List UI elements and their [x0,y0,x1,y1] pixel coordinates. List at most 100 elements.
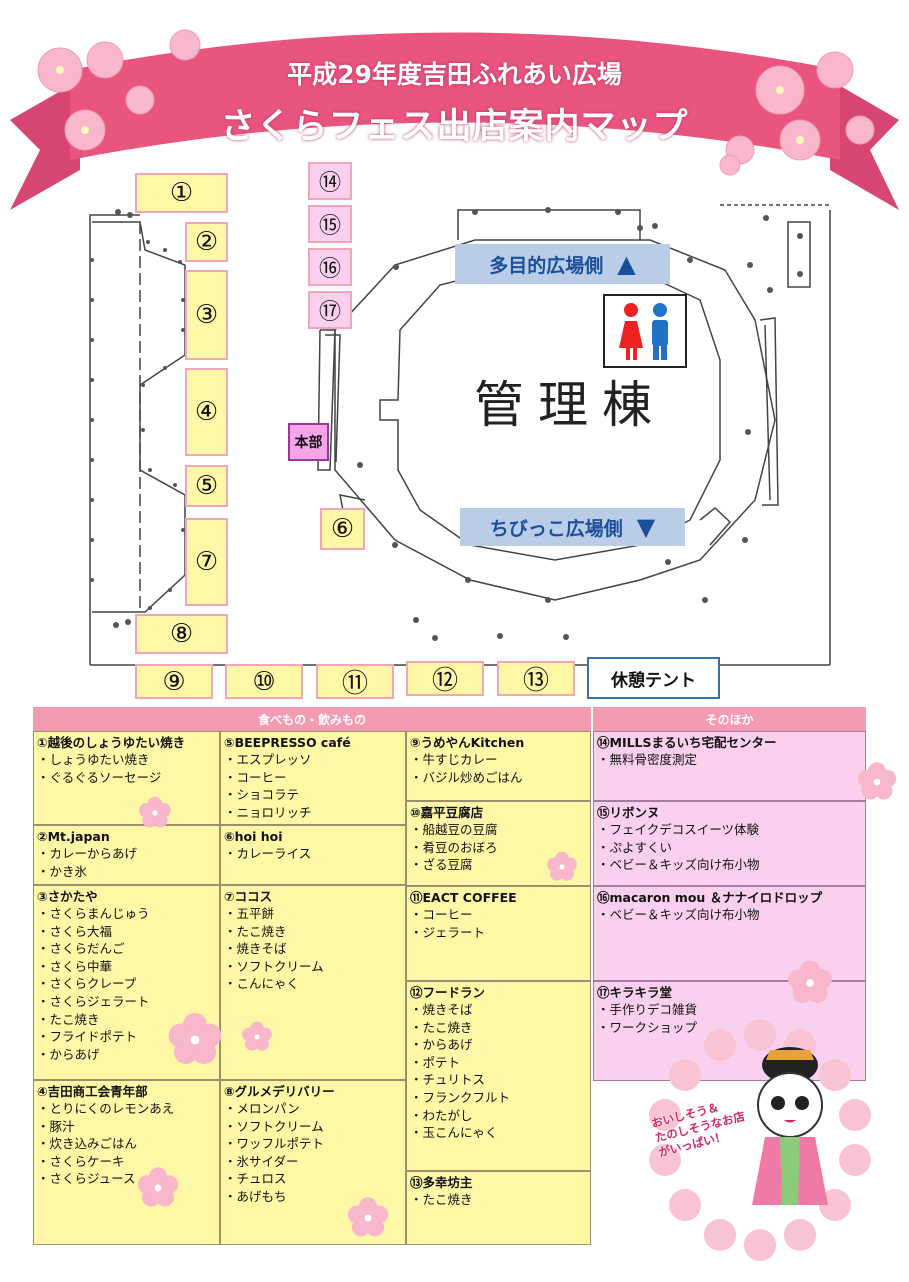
menu-item: ・コーヒー [410,907,473,922]
header-other: そのほか [593,707,866,731]
menu-item: ・フランクフルト [410,1089,511,1105]
shop-cell-5: ⑤BEEPRESSO café ・エスプレッソ ・コーヒー ・ショコラテ ・ニョ… [220,731,406,825]
sakura-flower-icon [168,1013,222,1064]
shop-cell-16: ⑯macaron mou ＆ナナイロドロップ ・ベビー＆キッズ向け布小物 [593,886,866,981]
menu-item: ・玉こんにゃく [410,1125,498,1141]
shop-name: ⑨うめやんKitchen [410,735,525,750]
menu-item: ・ぐるぐるソーセージ [37,769,162,785]
menu-item: ・コーヒー [224,769,287,785]
menu-item: ・無料骨密度測定 [597,752,698,767]
menu-item: ・炊き込みごはん [37,1136,138,1152]
menu-item: ・かき氷 [37,863,88,879]
menu-item: ・ソフトクリーム [224,958,324,974]
menu-item: ・手作りデコ雑貨 [597,1002,698,1017]
menu-item: ・カレーからあげ [37,846,138,861]
menu-item: ・肴豆のおぼろ [410,839,498,855]
headquarters: 本部 [288,423,329,461]
menu-item: ・さくらケーキ [37,1153,125,1169]
menu-item: ・ニョロリッチ [224,804,312,820]
shop-name: ⑮リボンヌ [597,805,660,820]
sign-north-label: 多目的広場側 [489,254,604,277]
booth-12: ⑫ [406,661,484,696]
menu-item: ・さくら大福 [37,923,113,939]
menu-item: ・カレーライス [224,846,312,861]
menu-item: ・五平餅 [224,906,275,921]
header-food: 食べもの・飲みもの [33,707,591,731]
shop-name: ⑪EACT COFFEE [410,890,517,905]
banner-subtitle: 平成29年度吉田ふれあい広場 [287,60,622,89]
menu-item: ・ポテト [410,1054,461,1070]
menu-item: ・フライドポテト [37,1029,138,1045]
management-building-label: 管理棟 [474,376,666,434]
menu-item: ・豚汁 [37,1118,75,1134]
shop-cell-2: ②Mt.japan ・カレーからあげ ・かき氷 [33,825,220,885]
menu-item: ・焼きそば [224,941,287,957]
shop-name: ②Mt.japan [37,829,110,844]
menu-item: ・こんにゃく [224,976,300,992]
booth-2: ② [185,222,228,262]
shop-name: ⑬多幸坊主 [410,1175,473,1190]
shop-cell-13: ⑬多幸坊主 ・たこ焼き [406,1171,591,1245]
menu-item: ・さくらジュース [37,1171,136,1187]
shop-cell-1: ①越後のしょうゆたい焼き ・しょうゆたい焼き ・ぐるぐるソーセージ [33,731,220,825]
mascot-character-icon [649,1019,871,1261]
shop-name: ⑰キラキラ堂 [597,985,673,1000]
sakura-flower-icon [788,960,832,1003]
menu-item: ・からあげ [37,1046,100,1062]
booth-4: ④ [185,368,228,456]
booth-14: ⑭ [308,162,352,200]
shop-cell-15: ⑮リボンヌ ・フェイクデコスイーツ体験 ・ぷよすくい ・ベビー＆キッズ向け布小物 [593,801,866,886]
shop-name: ③さかたや [37,889,98,904]
menu-item: ・船越豆の豆腐 [410,822,498,837]
booth-9: ⑨ [135,664,213,699]
shop-name: ⑧グルメデリバリー [224,1084,335,1099]
shop-cell-8: ⑧グルメデリバリー ・メロンパン ・ソフトクリーム ・ワッフルポテト ・氷サイダ… [220,1080,406,1245]
shop-name: ①越後のしょうゆたい焼き [37,735,186,750]
menu-item: ・フェイクデコスイーツ体験 [597,822,760,837]
shop-name: ⑭MILLSまるいち宅配センター [597,735,777,750]
booth-17: ⑰ [308,291,352,329]
menu-item: ・バジル炒めごはん [410,769,523,785]
shop-name: ⑥hoi hoi [224,829,283,844]
sakura-flower-icon [139,796,171,828]
shop-cell-12: ⑫フードラン ・焼きそば ・たこ焼き ・からあげ ・ポテト ・チュリトス ・フラ… [406,981,591,1171]
shop-name: ⑫フードラン [410,985,486,1000]
menu-item: ・わたがし [410,1107,473,1123]
shop-name: ⑯macaron mou ＆ナナイロドロップ [597,890,823,905]
shop-list-table: 食べもの・飲みもの そのほか ①越後のしょうゆたい焼き ・しょうゆたい焼き ・ぐ… [33,707,866,1245]
sign-kids-plaza: ちびっこ広場側 ▼ [460,508,685,546]
shop-name: ④吉田商工会青年部 [37,1084,148,1099]
shop-cell-9: ⑨うめやんKitchen ・牛すじカレー ・バジル炒めごはん [406,731,591,801]
sakura-flower-icon [857,762,897,800]
menu-item: ・しょうゆたい焼き [37,752,150,767]
menu-item: ・ジェラート [410,924,486,940]
menu-item: ・氷サイダー [224,1153,299,1169]
menu-item: ・さくらクレープ [37,976,137,992]
menu-item: ・焼きそば [410,1002,473,1017]
booth-7: ⑦ [185,518,228,606]
menu-item: ・からあげ [410,1037,473,1053]
shop-cell-11: ⑪EACT COFFEE ・コーヒー ・ジェラート [406,886,591,981]
booth-8: ⑧ [135,614,228,654]
booth-15: ⑮ [308,205,352,243]
menu-item: ・チュロス [224,1171,287,1187]
rest-tent: 休憩テント [587,657,720,699]
booth-1: ① [135,173,228,213]
menu-item: ・とりにくのレモンあえ [37,1101,175,1116]
menu-item: ・あげもち [224,1188,287,1204]
menu-item: ・チュリトス [410,1072,486,1088]
menu-item: ・ワッフルポテト [224,1136,325,1152]
sign-multipurpose-plaza: 多目的広場側 ▲ [455,244,670,284]
menu-item: ・エスプレッソ [224,752,312,767]
menu-item: ・ソフトクリーム [224,1118,324,1134]
site-map [89,204,831,666]
booth-3: ③ [185,270,228,360]
menu-item: ・メロンパン [224,1101,300,1116]
sakura-flower-icon [242,1021,272,1051]
menu-item: ・ベビー＆キッズ向け布小物 [597,857,760,873]
menu-item: ・ベビー＆キッズ向け布小物 [597,907,760,922]
booth-13: ⑬ [497,661,575,696]
sign-south-label: ちびっこ広場側 [489,517,623,540]
menu-item: ・たこ焼き [410,1192,473,1207]
sakura-flower-icon [347,1197,389,1237]
